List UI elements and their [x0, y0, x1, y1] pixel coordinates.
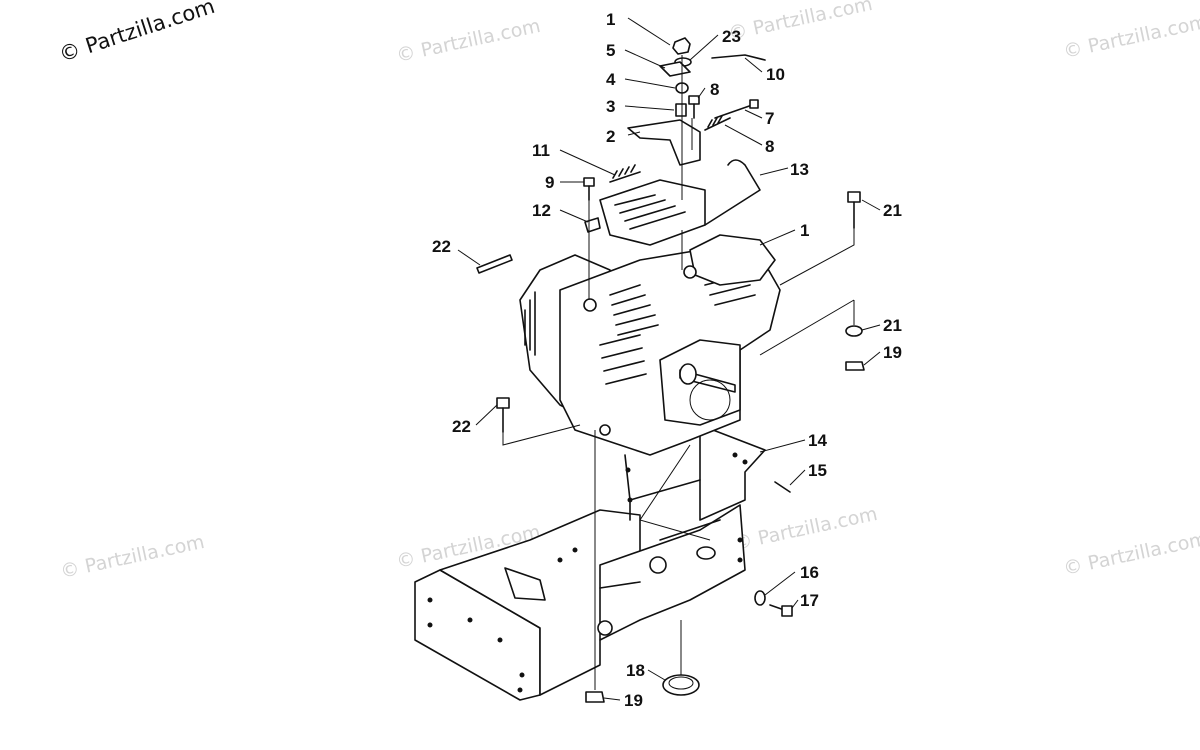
- callout-22: 22: [432, 237, 451, 256]
- callout-5: 5: [606, 41, 615, 60]
- callout-16: 16: [800, 563, 819, 582]
- part-17-bolt: [769, 604, 793, 617]
- callout-14: 14: [808, 431, 827, 450]
- part-8-spring: [704, 115, 731, 131]
- leader-lines: [457, 17, 881, 701]
- part-21-bolt-right: [847, 191, 861, 229]
- callout-17: 17: [800, 591, 819, 610]
- engine-assembly: [519, 234, 781, 456]
- part-12-clip: [584, 217, 601, 233]
- callout-4: 4: [606, 70, 616, 89]
- callout-labels: 1 23 5 10 4 8 3 7 2 8 11 13 9 12 21 1 22…: [432, 10, 902, 710]
- part-22-strap: [476, 254, 513, 274]
- watermark-4: © Partzilla.com: [58, 531, 206, 583]
- callout-9-left: 9: [545, 173, 554, 192]
- callout-21-left: 22: [452, 417, 471, 436]
- part-7-bolt: [714, 99, 759, 119]
- part-15-pin: [774, 481, 791, 493]
- watermark-3: © Partzilla.com: [1061, 11, 1200, 63]
- callout-9-top: 8: [710, 80, 719, 99]
- part-2-bracket: [627, 119, 701, 166]
- watermark-1: © Partzilla.com: [394, 15, 542, 67]
- copyright-text: © Partzilla.com: [56, 0, 218, 67]
- callout-18: 18: [626, 661, 645, 680]
- watermark-7: © Partzilla.com: [1061, 528, 1200, 580]
- callout-20: 21: [883, 316, 902, 335]
- watermark-2: © Partzilla.com: [726, 0, 874, 45]
- part-16-washer: [754, 590, 766, 606]
- callout-11: 11: [532, 141, 550, 160]
- callout-21-right: 21: [883, 201, 902, 220]
- callout-19-right: 19: [883, 343, 902, 362]
- callout-23: 23: [722, 27, 741, 46]
- part-18-grommet: [662, 674, 700, 696]
- callout-1: 1: [800, 221, 809, 240]
- callout-15: 15: [808, 461, 827, 480]
- part-10-cable: [711, 54, 766, 61]
- part-11-spring: [609, 164, 641, 183]
- air-cleaner-cover: [599, 179, 706, 246]
- callout-3: 3: [606, 97, 615, 116]
- part-19-nut-bottom: [585, 691, 605, 703]
- callout-13: 13: [790, 160, 809, 179]
- callout-2: 2: [606, 127, 615, 146]
- part-9-bolt-left: [583, 177, 595, 201]
- callout-19-bottom: 19: [624, 691, 643, 710]
- part-20-washer: [845, 325, 863, 337]
- engine-mount-plate: [414, 424, 766, 701]
- watermark-6: © Partzilla.com: [731, 503, 879, 555]
- callout-12: 12: [532, 201, 551, 220]
- part-13-hose: [704, 159, 761, 226]
- part-9-bolt-top: [688, 95, 700, 119]
- part-19-nut-right: [845, 361, 865, 371]
- part-3-spacer: [675, 103, 687, 117]
- callout-8: 8: [765, 137, 774, 156]
- part-6-nut: [672, 37, 691, 55]
- part-21-bolt-left: [496, 397, 510, 433]
- callout-7: 7: [765, 109, 774, 128]
- callout-10: 10: [766, 65, 785, 84]
- callout-6: 1: [606, 10, 615, 29]
